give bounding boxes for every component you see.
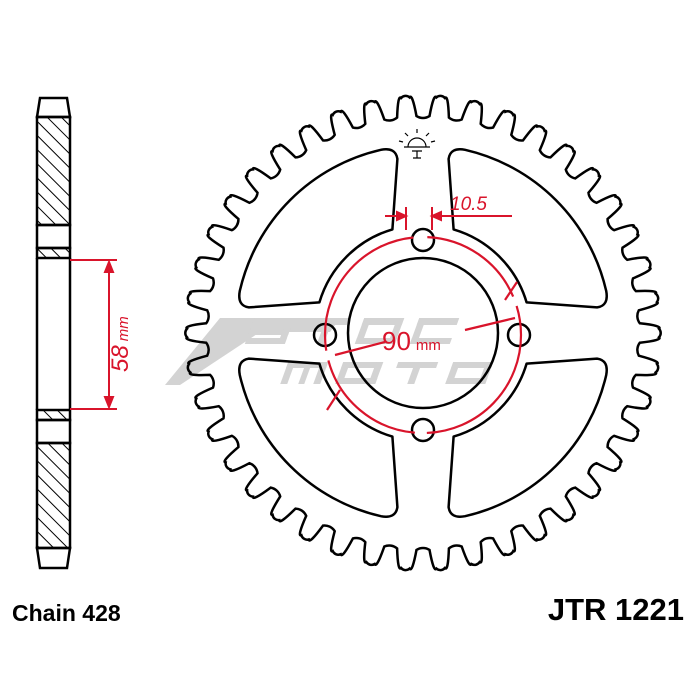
hole-size-label: 10.5 — [450, 194, 487, 215]
chain-label: Chain 428 — [12, 600, 121, 626]
watermark-logo — [165, 318, 494, 385]
brand-sun-icon — [398, 129, 436, 159]
bolt-circle-dimension — [323, 235, 523, 435]
lightening-windows — [238, 148, 608, 518]
side-profile — [35, 96, 72, 570]
window-cutout — [447, 148, 608, 309]
width-dimension — [70, 259, 117, 410]
part-number: JTR 1221 — [547, 592, 684, 627]
width-dimension-label: 58mm — [107, 316, 134, 372]
sprocket-teeth-outline — [184, 94, 662, 572]
window-cutout — [238, 148, 399, 309]
window-cutout — [447, 357, 608, 518]
hole-size-dimension — [385, 207, 512, 230]
center-hole — [346, 256, 500, 410]
